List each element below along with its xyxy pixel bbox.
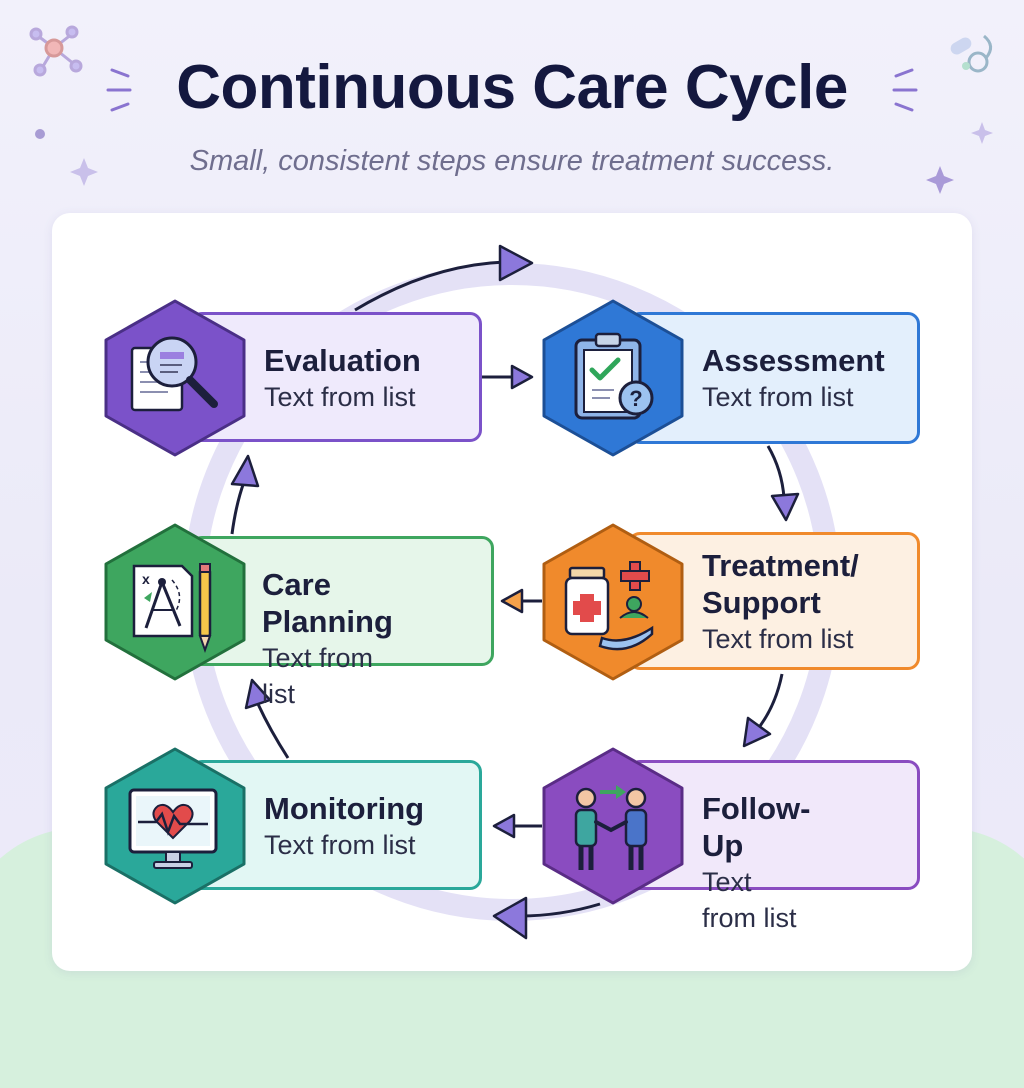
arrow-head-treat-plan [500, 588, 524, 614]
clipboard-check-icon: ? [574, 332, 654, 420]
step-description: Text from list [702, 382, 854, 412]
step-description: Text from list [264, 830, 416, 860]
planning-compass-icon: x [132, 563, 212, 653]
step-heading: Assessment [702, 343, 885, 378]
molecule-icon [29, 25, 83, 77]
arrow-head-top [498, 244, 534, 282]
arrow-head-monitor-plan [244, 678, 272, 710]
page-subtitle: Small, consistent steps ensure treatment… [189, 145, 835, 177]
step-description: Text from list [264, 382, 416, 412]
arrow-head-plan-eval [230, 454, 260, 488]
step-description: Text from list [262, 643, 374, 709]
dot-icon [35, 129, 45, 139]
step-hex [104, 299, 246, 457]
svg-text:x: x [142, 571, 150, 587]
sparkle-icon [971, 122, 993, 144]
arrow-assess-treat [766, 445, 786, 499]
sparkle-icon [926, 166, 954, 194]
step-heading: Evaluation [264, 343, 421, 378]
step-hex: ? [542, 299, 684, 457]
decorations [29, 25, 993, 194]
handshake-icon [574, 785, 648, 870]
accent-lines-left-icon [106, 68, 132, 112]
stethoscope-pill-icon [950, 34, 992, 73]
arrow-head-treat-follow [742, 716, 772, 748]
step-heading-line-2: Support [702, 585, 821, 620]
heart-monitor-icon [128, 788, 218, 869]
arrow-head-eval-assess [510, 364, 534, 390]
step-heading: Monitoring [264, 791, 425, 826]
arrow-monitor-plan [256, 703, 290, 759]
medicine-care-icon [564, 561, 654, 651]
magnifier-document-icon [130, 336, 218, 412]
arrow-head-assess-treat [770, 492, 800, 522]
page-title: Continuous Care Cycle [176, 53, 848, 122]
step-heading: Care Planning [262, 567, 393, 639]
step-hex [104, 747, 246, 905]
svg-text:?: ? [629, 386, 642, 411]
step-hex [542, 523, 684, 681]
arrow-head-follow-monitor [492, 813, 516, 839]
step-heading: Follow-Up [702, 791, 811, 863]
arrow-head-bottom [492, 896, 528, 940]
step-heading-line-1: Treatment/ [702, 548, 859, 583]
step-hex [542, 747, 684, 905]
arrow-top-arc [354, 260, 506, 312]
arrow-treat-follow [758, 673, 784, 727]
step-hex: x [104, 523, 246, 681]
sparkle-icon [70, 158, 98, 186]
step-description: Text from list [702, 624, 854, 654]
arrow-bottom-arc [519, 902, 601, 918]
step-description: Text from list [702, 867, 797, 933]
accent-lines-right-icon [892, 68, 918, 112]
